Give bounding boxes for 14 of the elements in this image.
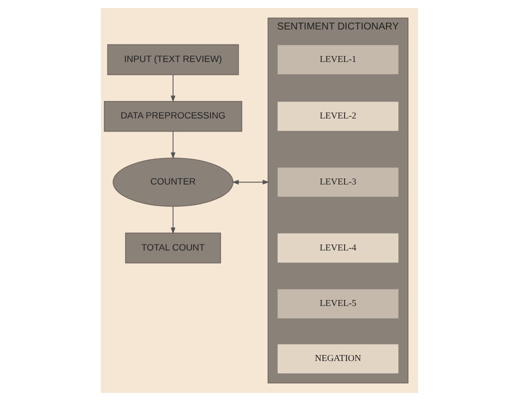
arrow [170,131,175,160]
node-box: NEGATION [277,344,398,374]
node-box: LEVEL-1 [277,45,398,74]
arrow [170,206,175,234]
node-box: LEVEL-2 [277,102,398,131]
node-box: INPUT (TEXT REVIEW) [106,44,238,76]
arrow [232,180,269,184]
node-box: TOTAL COUNT [124,232,220,264]
node-box: DATA PREPROCESSING [103,100,242,132]
node-box: LEVEL-3 [277,168,398,197]
node-box: LEVEL-4 [277,233,398,263]
node-ellipse: COUNTER [112,158,233,207]
node-box: LEVEL-5 [277,289,398,318]
arrow [170,74,175,102]
